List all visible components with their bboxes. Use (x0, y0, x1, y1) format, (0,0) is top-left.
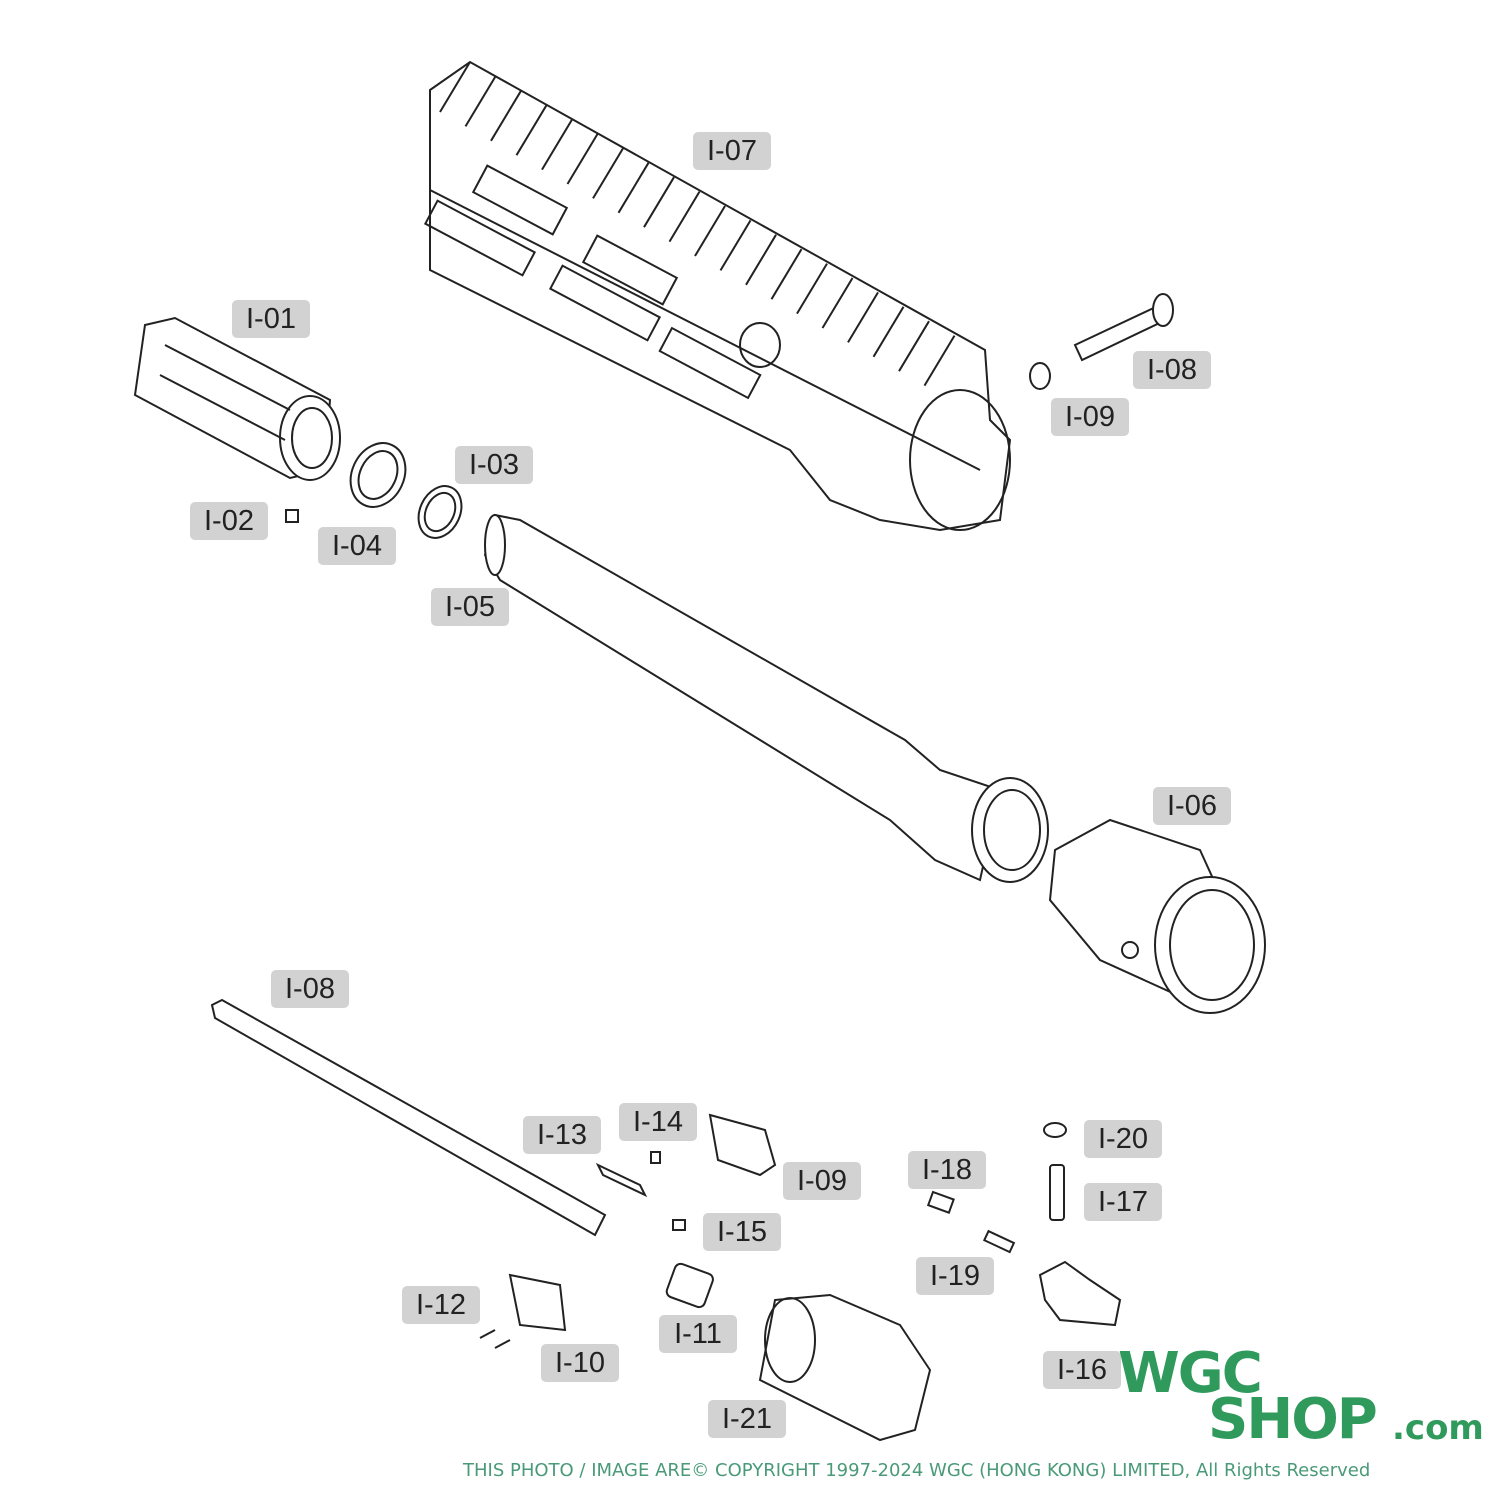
part-label: I-12 (402, 1286, 480, 1324)
part-label: I-10 (541, 1344, 619, 1382)
part-label: I-11 (659, 1315, 737, 1353)
part-label: I-09 (783, 1162, 861, 1200)
part-label: I-19 (916, 1257, 994, 1295)
rail-slot (694, 205, 726, 257)
logo-wgc: WGC (1118, 1341, 1263, 1406)
part-label: I-16 (1043, 1351, 1121, 1389)
part-label: I-08 (271, 970, 349, 1008)
rail-slot (566, 133, 599, 185)
rail-slot (592, 147, 624, 199)
part-label: I-15 (703, 1213, 781, 1251)
set-screw-part (285, 509, 299, 523)
part-label: I-14 (619, 1103, 697, 1141)
rail-slot (898, 320, 930, 372)
rail-slot (796, 263, 828, 315)
part-label: I-09 (1051, 398, 1129, 436)
logo-shop: SHOP (1208, 1387, 1378, 1452)
part-label: I-21 (708, 1400, 786, 1438)
small-screws-part (479, 1329, 511, 1349)
part-label: I-03 (455, 446, 533, 484)
rail-slot (515, 104, 548, 156)
flash-hider-part (133, 316, 341, 481)
washer-part (417, 485, 463, 539)
outer-barrel-part (483, 513, 1049, 883)
part-label: I-04 (318, 527, 396, 565)
rail-slot (643, 176, 675, 228)
rail-slot (439, 61, 471, 113)
rail-slot (745, 234, 777, 286)
part-label: I-01 (232, 300, 310, 338)
part-label: I-07 (693, 132, 771, 170)
rail-slot (770, 248, 803, 300)
logo-com: .com (1392, 1408, 1484, 1448)
nub-part (672, 1219, 686, 1231)
part-label: I-08 (1133, 351, 1211, 389)
copyright-footer: THIS PHOTO / IMAGE ARE© COPYRIGHT 1997-2… (463, 1460, 1371, 1481)
rail-slot (668, 191, 701, 243)
hop-chamber-part (708, 1113, 777, 1177)
rail-slot (617, 162, 650, 214)
rail-slot (541, 119, 573, 171)
part-label: I-18 (908, 1151, 986, 1189)
rail-slot (821, 277, 854, 329)
handguard-part (423, 60, 1012, 532)
hop-arm-part (595, 1162, 648, 1198)
hop-unit-part (758, 1293, 932, 1442)
bolt-17-part (1049, 1164, 1065, 1221)
long-screw-part (1073, 293, 1174, 362)
rail-slot (872, 306, 905, 358)
rail-slot (923, 335, 956, 387)
bucking-part (665, 1262, 714, 1309)
part-label: I-05 (431, 588, 509, 626)
inner-barrel-part (210, 998, 607, 1237)
barrel-nut-part (1048, 818, 1266, 1014)
part-label: I-17 (1084, 1183, 1162, 1221)
spring-part (982, 1229, 1016, 1254)
block-16-part (1038, 1260, 1122, 1327)
rail-slot (719, 219, 752, 271)
part-label: I-20 (1084, 1120, 1162, 1158)
part-label: I-06 (1153, 787, 1231, 825)
part-label: I-02 (190, 502, 268, 540)
pin-part (650, 1151, 661, 1164)
part-label: I-13 (523, 1116, 601, 1154)
chamber-sleeve-part (508, 1273, 567, 1332)
spacer-ring-part (349, 442, 407, 508)
rail-slot (490, 90, 522, 142)
pin-18-part (926, 1190, 955, 1214)
washer-20-part (1043, 1122, 1067, 1138)
rail-slot (464, 75, 497, 127)
screw-washer-part (1029, 362, 1051, 390)
rail-slot (847, 291, 879, 343)
